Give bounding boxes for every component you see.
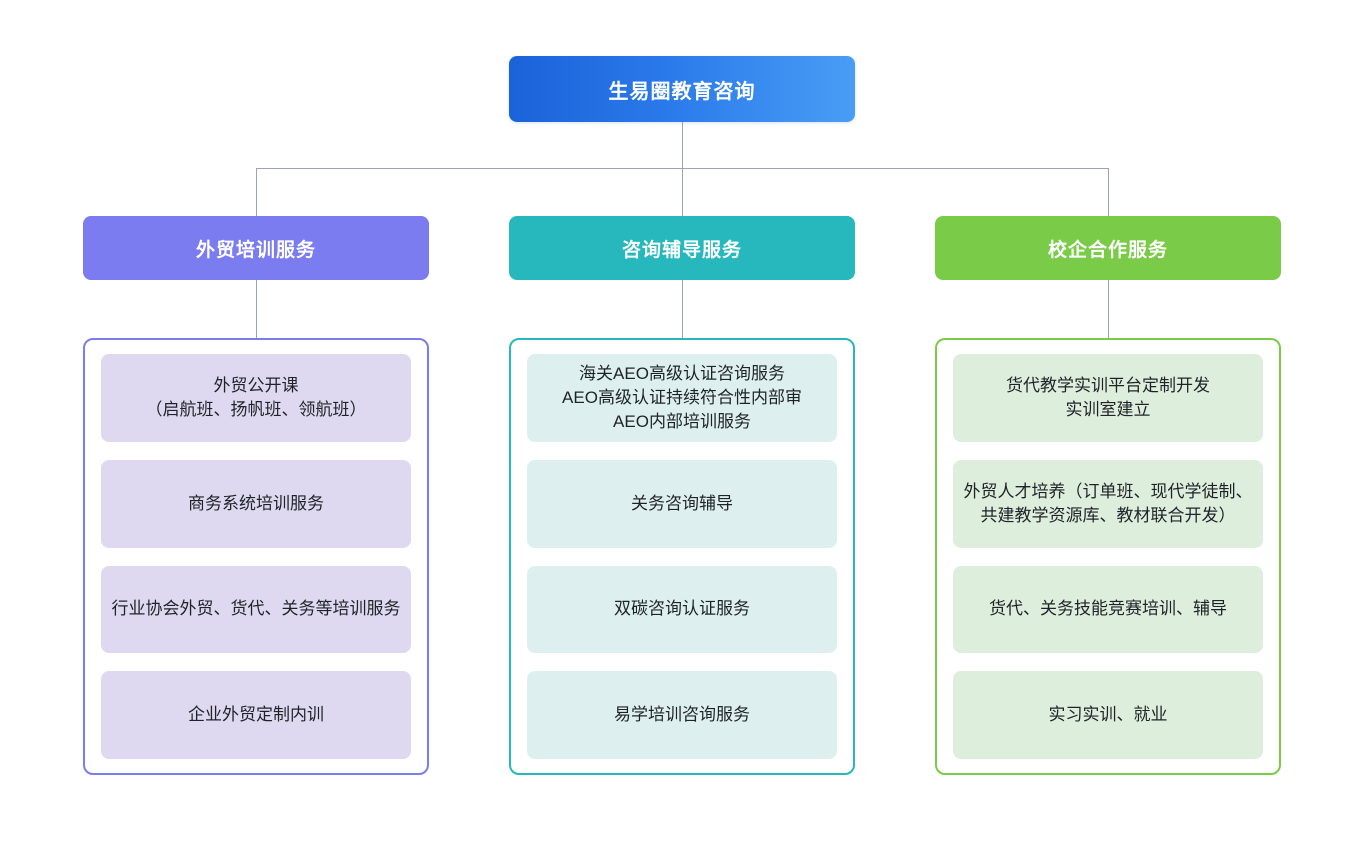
- connector-group-1-stem: [256, 280, 257, 338]
- leaf-card-label: 实习实训、就业: [1048, 705, 1168, 725]
- connector-branch-1-drop: [256, 168, 257, 216]
- leaf-card-label: 企业外贸定制内训: [188, 705, 324, 725]
- group-box-zixun-fudao: 海关AEO高级认证咨询服务 AEO高级认证持续符合性内部审 AEO内部培训服务 …: [509, 338, 855, 775]
- leaf-card-label: 货代、关务技能竞赛培训、辅导: [989, 599, 1227, 619]
- leaf-card[interactable]: 企业外贸定制内训: [101, 671, 411, 759]
- leaf-card[interactable]: 易学培训咨询服务: [527, 671, 837, 759]
- leaf-card-label: 行业协会外贸、货代、关务等培训服务: [111, 599, 401, 619]
- connector-group-3-stem: [1108, 280, 1109, 338]
- root-node[interactable]: 生易圈教育咨询: [509, 56, 855, 122]
- leaf-card-label: 外贸公开课 （启航班、扬帆班、领航班）: [145, 375, 367, 419]
- group-box-xiaoqi-hezuo: 货代教学实训平台定制开发 实训室建立 外贸人才培养（订单班、现代学徒制、共建教学…: [935, 338, 1281, 775]
- leaf-card[interactable]: 实习实训、就业: [953, 671, 1263, 759]
- category-header-label: 校企合作服务: [1047, 239, 1168, 261]
- leaf-card[interactable]: 外贸人才培养（订单班、现代学徒制、共建教学资源库、教材联合开发）: [953, 459, 1263, 548]
- leaf-card[interactable]: 货代、关务技能竞赛培训、辅导: [953, 565, 1263, 654]
- leaf-card-label: 海关AEO高级认证咨询服务 AEO高级认证持续符合性内部审 AEO内部培训服务: [562, 363, 802, 431]
- leaf-card[interactable]: 行业协会外贸、货代、关务等培训服务: [101, 565, 411, 654]
- leaf-card[interactable]: 货代教学实训平台定制开发 实训室建立: [953, 354, 1263, 442]
- leaf-card-label: 双碳咨询认证服务: [614, 599, 750, 619]
- leaf-card-label: 商务系统培训服务: [188, 493, 324, 513]
- category-header-waimao-peixun[interactable]: 外贸培训服务: [83, 216, 429, 280]
- connector-branch-2-drop: [682, 168, 683, 216]
- leaf-card[interactable]: 海关AEO高级认证咨询服务 AEO高级认证持续符合性内部审 AEO内部培训服务: [527, 354, 837, 442]
- leaf-card-label: 货代教学实训平台定制开发 实训室建立: [1006, 375, 1210, 419]
- category-header-label: 咨询辅导服务: [621, 239, 742, 261]
- leaf-card[interactable]: 外贸公开课 （启航班、扬帆班、领航班）: [101, 354, 411, 442]
- leaf-card-label: 易学培训咨询服务: [614, 705, 750, 725]
- leaf-card-label: 关务咨询辅导: [631, 493, 733, 513]
- category-header-xiaoqi-hezuo[interactable]: 校企合作服务: [935, 216, 1281, 280]
- root-node-label: 生易圈教育咨询: [608, 80, 756, 103]
- connector-group-2-stem: [682, 280, 683, 338]
- leaf-card[interactable]: 关务咨询辅导: [527, 459, 837, 548]
- leaf-card[interactable]: 商务系统培训服务: [101, 459, 411, 548]
- category-header-label: 外贸培训服务: [195, 239, 316, 261]
- connector-root-stem: [682, 122, 683, 168]
- connector-branch-3-drop: [1108, 168, 1109, 216]
- category-header-zixun-fudao[interactable]: 咨询辅导服务: [509, 216, 855, 280]
- group-box-waimao-peixun: 外贸公开课 （启航班、扬帆班、领航班） 商务系统培训服务 行业协会外贸、货代、关…: [83, 338, 429, 775]
- leaf-card-label: 外贸人才培养（订单班、现代学徒制、共建教学资源库、教材联合开发）: [963, 481, 1253, 525]
- leaf-card[interactable]: 双碳咨询认证服务: [527, 565, 837, 654]
